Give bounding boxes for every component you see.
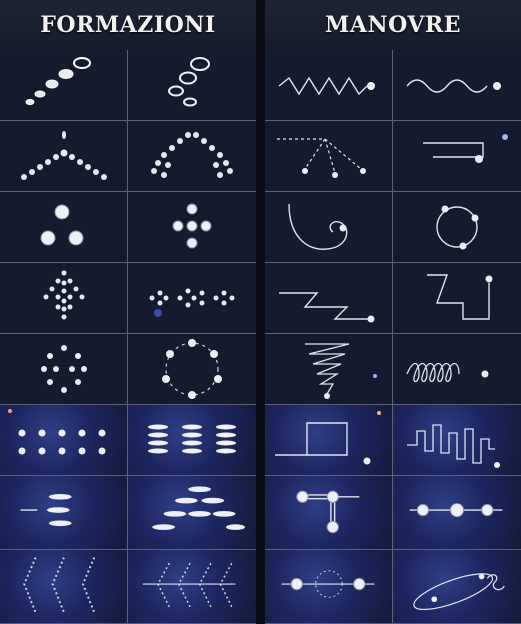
formation-stacked-columns [128, 405, 256, 476]
maneuver-sine-wave [393, 50, 521, 121]
maneuver-ellipse-coil [393, 550, 521, 624]
maneuver-meander [393, 405, 521, 476]
formation-grid-rows [0, 405, 128, 476]
manovre-grid [265, 50, 521, 624]
manovre-panel: MANOVRE [265, 0, 521, 624]
formazioni-panel: FORMAZIONI [0, 0, 256, 624]
maneuver-square-loop [265, 405, 393, 476]
formation-circle-grid [0, 334, 128, 405]
formation-arrow-chevrons [128, 550, 256, 624]
panel-divider [256, 0, 265, 624]
formation-swarm-chevrons [0, 550, 128, 624]
maneuver-orbit-pair [265, 550, 393, 624]
formation-echelon-group [128, 50, 256, 121]
maneuver-merge-cross [265, 476, 393, 550]
maneuver-zigzag [265, 50, 393, 121]
formation-diamond [128, 192, 256, 263]
maneuver-step-climb [393, 263, 521, 334]
formation-arrow [0, 263, 128, 334]
maneuver-hook [393, 121, 521, 192]
formation-diagonal-echelon [0, 50, 128, 121]
maneuver-lightning [265, 263, 393, 334]
maneuver-orbit [393, 192, 521, 263]
formation-cluster-line [128, 263, 256, 334]
formation-dash-wedge [128, 476, 256, 550]
maneuver-deflection [265, 121, 393, 192]
formazioni-title: FORMAZIONI [0, 0, 256, 50]
maneuver-coil [393, 334, 521, 405]
formation-wide-chevron [128, 121, 256, 192]
formation-chevron [0, 121, 128, 192]
maneuver-tornado [265, 334, 393, 405]
maneuver-spiral [265, 192, 393, 263]
formazioni-grid [0, 50, 256, 624]
formation-ring [128, 334, 256, 405]
maneuver-chain [393, 476, 521, 550]
manovre-title: MANOVRE [265, 0, 521, 50]
formation-dash-column [0, 476, 128, 550]
formation-triangle [0, 192, 128, 263]
